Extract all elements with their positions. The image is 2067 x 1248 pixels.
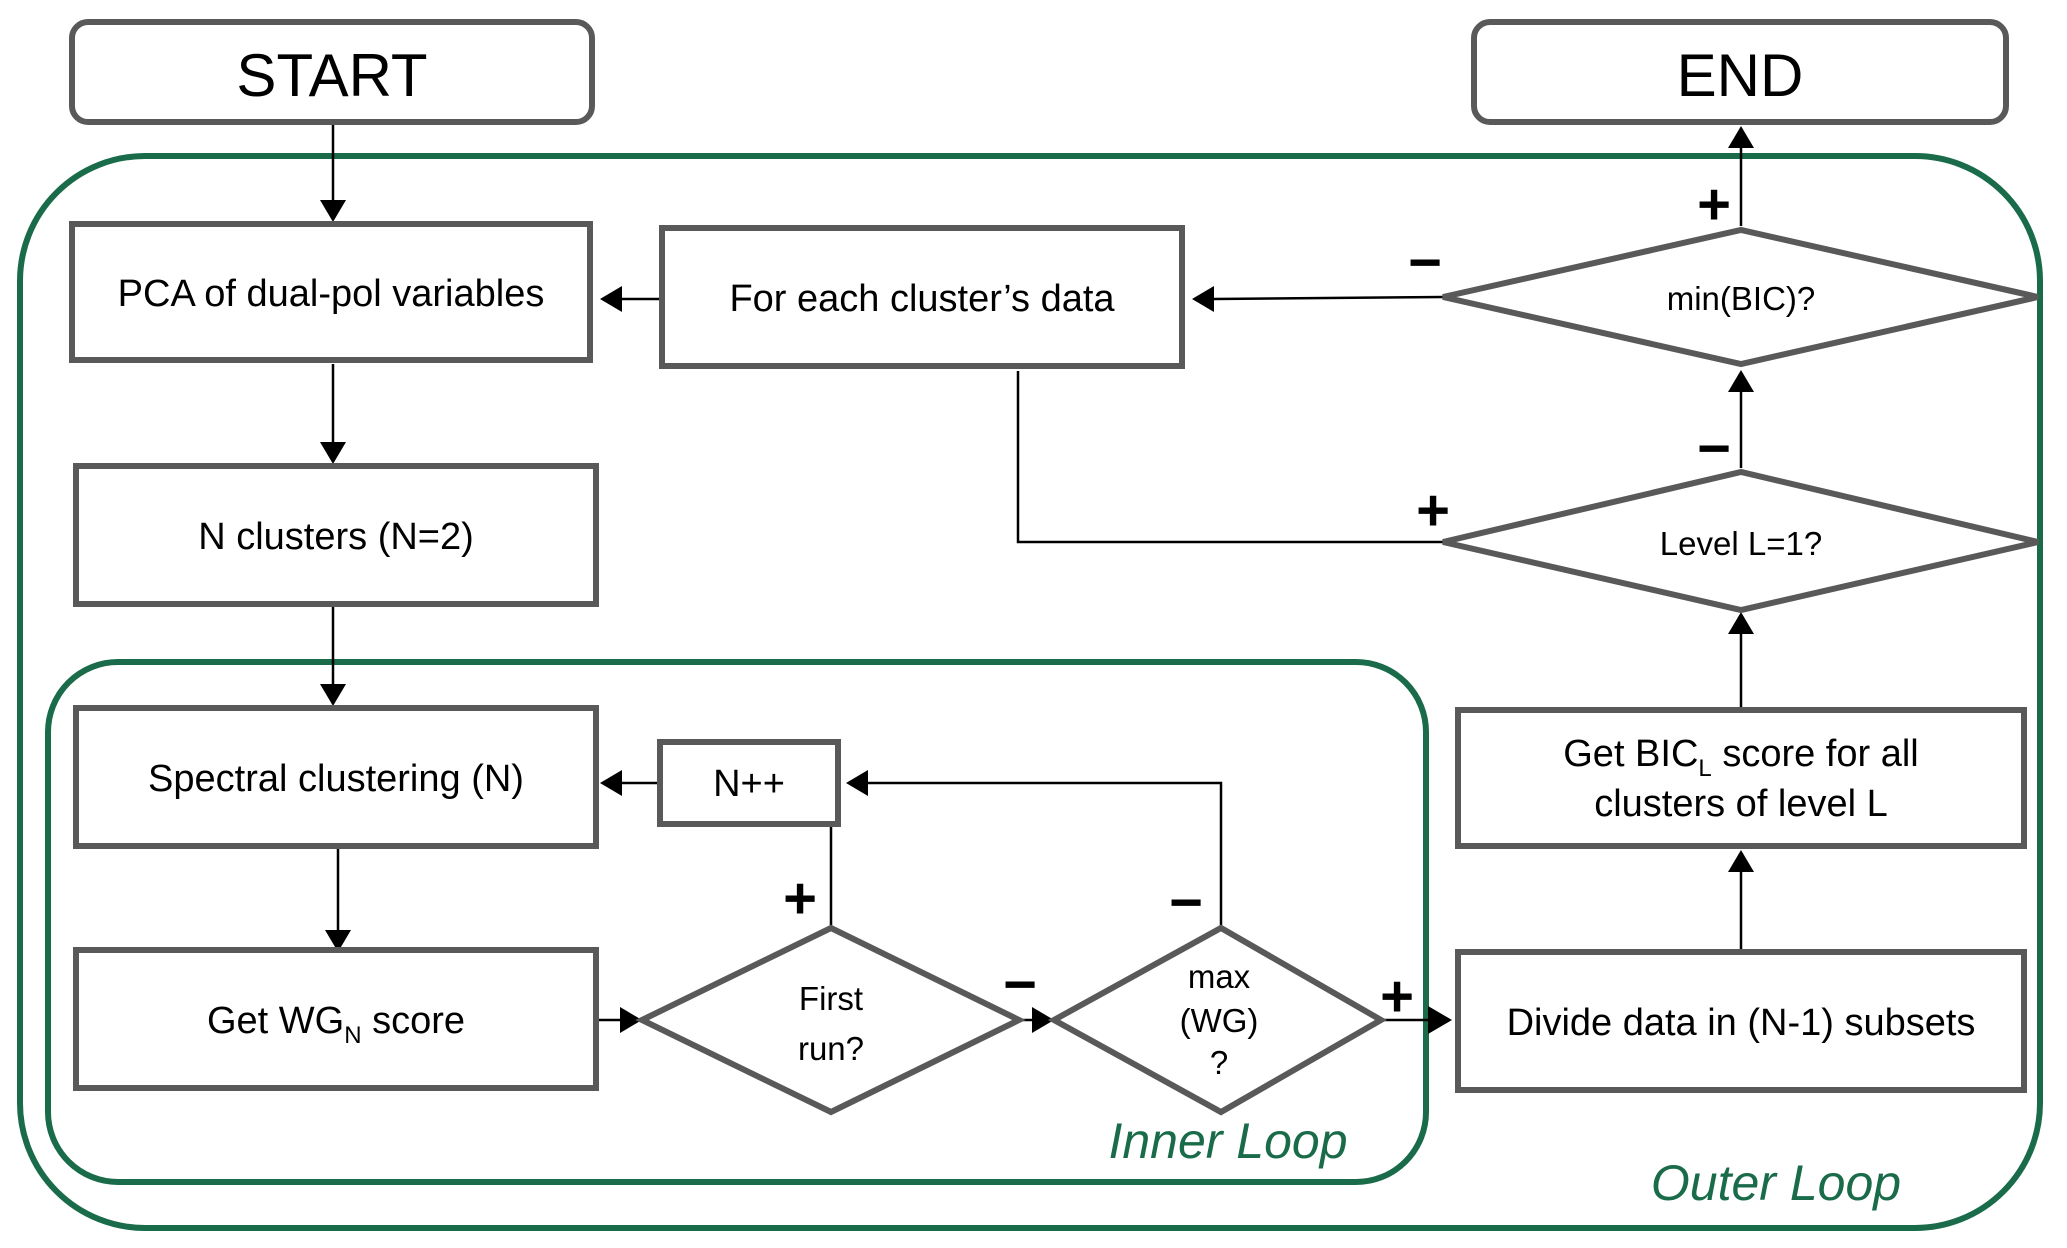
level-label: Level L=1? <box>1660 525 1822 562</box>
max-wg-label-line2: (WG) <box>1180 1002 1259 1039</box>
n-clusters-label: N clusters (N=2) <box>198 516 474 558</box>
spectral-clustering-box <box>73 705 599 849</box>
min-bic-no-sign: − <box>1408 230 1442 295</box>
for-each-cluster-box <box>659 225 1185 369</box>
arrowhead <box>620 1007 642 1033</box>
divide-data-box <box>1455 949 2027 1093</box>
get-bic-box <box>1455 707 2027 849</box>
edge-maxwg-to-nincrement <box>868 781 1223 926</box>
max-wg-label-line3: ? <box>1210 1044 1228 1081</box>
arrowhead <box>320 200 346 222</box>
end-terminal <box>1471 19 2009 125</box>
first-run-yes-sign: + <box>783 866 817 931</box>
get-wg-label: Get WGN score <box>207 1000 465 1049</box>
outer-loop-label: Outer Loop <box>1651 1155 1901 1211</box>
arrowhead <box>325 930 351 952</box>
max-wg-label-line1: max <box>1188 958 1251 995</box>
edge-level-to-foreach <box>1016 371 1443 544</box>
get-wg-box <box>73 947 599 1091</box>
arrowhead <box>600 770 622 796</box>
get-bic-label-line2: clusters of level L <box>1594 783 1888 825</box>
end-label: END <box>1677 42 1804 109</box>
level-decision <box>1442 468 2039 614</box>
min-bic-yes-sign: + <box>1697 172 1731 237</box>
arrowhead <box>320 442 346 464</box>
min-bic-decision <box>1442 226 2039 368</box>
first-run-label-line1: First <box>799 980 863 1017</box>
arrowhead <box>600 286 622 312</box>
inner-loop-frame <box>45 659 1429 1185</box>
level-yes-sign: + <box>1416 478 1450 543</box>
spectral-clustering-label: Spectral clustering (N) <box>148 758 524 800</box>
pca-label: PCA of dual-pol variables <box>118 273 545 315</box>
pca-box <box>69 221 593 363</box>
arrowheads <box>320 126 1754 1034</box>
level-no-sign: − <box>1697 416 1731 481</box>
for-each-cluster-label: For each cluster’s data <box>729 278 1115 320</box>
arrowhead <box>1728 612 1754 634</box>
max-wg-no-sign: − <box>1169 870 1203 935</box>
start-terminal <box>69 19 595 125</box>
arrowhead <box>320 684 346 706</box>
first-run-no-sign: − <box>1003 952 1037 1017</box>
arrowhead <box>1032 1007 1054 1033</box>
n-increment-label: N++ <box>713 763 785 805</box>
edge-minbic-to-foreach <box>1213 295 1444 301</box>
inner-loop-label: Inner Loop <box>1108 1113 1347 1169</box>
min-bic-label: min(BIC)? <box>1667 280 1816 317</box>
divide-data-label: Divide data in (N-1) subsets <box>1507 1002 1976 1044</box>
first-run-label-line2: run? <box>798 1030 864 1067</box>
max-wg-yes-sign: + <box>1380 964 1414 1029</box>
arrowhead <box>1728 850 1754 872</box>
n-clusters-box <box>73 463 599 607</box>
arrowhead <box>1728 126 1754 148</box>
arrowhead <box>1728 370 1754 392</box>
first-run-decision <box>635 924 1026 1116</box>
arrowhead <box>1192 286 1214 312</box>
n-increment-box <box>657 739 841 827</box>
max-wg-decision <box>1047 924 1388 1116</box>
arrowhead <box>1428 1006 1452 1034</box>
start-label: START <box>236 42 427 109</box>
arrowhead <box>846 770 868 796</box>
outer-loop-frame <box>17 153 2043 1231</box>
get-bic-label-line1: Get BICL score for all <box>1563 733 1918 782</box>
connectors <box>331 122 1743 1022</box>
